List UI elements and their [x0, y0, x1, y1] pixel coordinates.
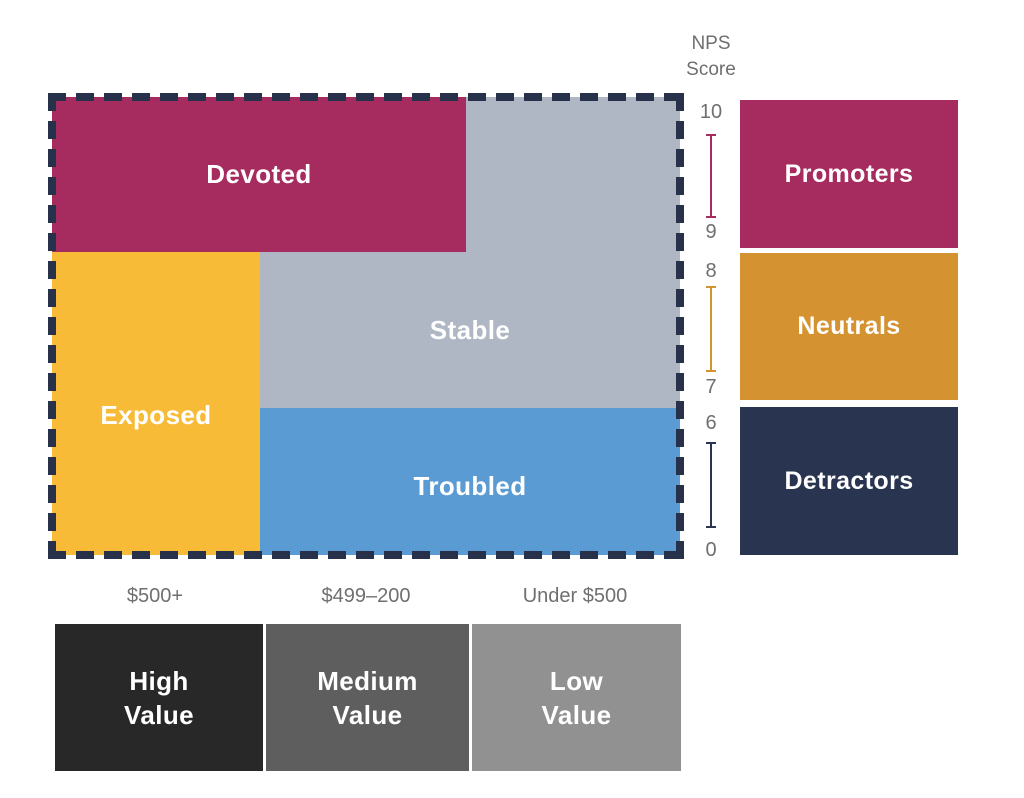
nps-group-neutrals-label: Neutrals [797, 312, 901, 340]
segment-exposed-label: Exposed [100, 400, 212, 430]
value-tier-high-label: High Value [124, 665, 194, 730]
nps-group-promoters-label: Promoters [784, 159, 914, 188]
value-range-high: $500+ [126, 585, 184, 607]
nps-tick-0: 0 [705, 539, 717, 561]
nps-range-line-detractors [706, 442, 716, 528]
segment-stable: Stable [260, 252, 680, 408]
nps-range-line-neutrals [706, 286, 716, 372]
segment-troubled-label: Troubled [413, 471, 527, 501]
segment-exposed: Exposed [52, 252, 260, 555]
nps-tick-7: 7 [705, 376, 717, 398]
nps-range-line-promoters [706, 134, 716, 218]
nps-scale-title: NPS Score [686, 33, 736, 80]
segment-devoted-label: Devoted [206, 159, 312, 189]
segment-troubled: Troubled [260, 408, 680, 555]
value-range-low: Under $500 [522, 585, 628, 607]
value-tier-high: High Value [55, 624, 263, 771]
nps-group-detractors-label: Detractors [784, 466, 914, 495]
segment-matrix: Devoted Stable Exposed Troubled [52, 97, 680, 555]
nps-tick-6: 6 [705, 412, 717, 434]
segment-stable-upper-area [466, 97, 680, 252]
value-tier-medium: Medium Value [266, 624, 469, 771]
nps-tick-8: 8 [705, 260, 717, 282]
value-range-medium: $499–200 [321, 585, 411, 607]
nps-tick-10: 10 [699, 101, 723, 123]
nps-group-promoters: Promoters [740, 100, 958, 248]
segment-stable-label: Stable [429, 314, 511, 345]
value-tier-low: Low Value [472, 624, 681, 771]
nps-group-detractors: Detractors [740, 407, 958, 555]
value-tier-low-label: Low Value [541, 665, 612, 730]
value-tier-medium-label: Medium Value [317, 665, 418, 730]
nps-group-neutrals: Neutrals [740, 253, 958, 400]
nps-tick-9: 9 [705, 221, 717, 243]
segment-devoted: Devoted [52, 97, 466, 252]
